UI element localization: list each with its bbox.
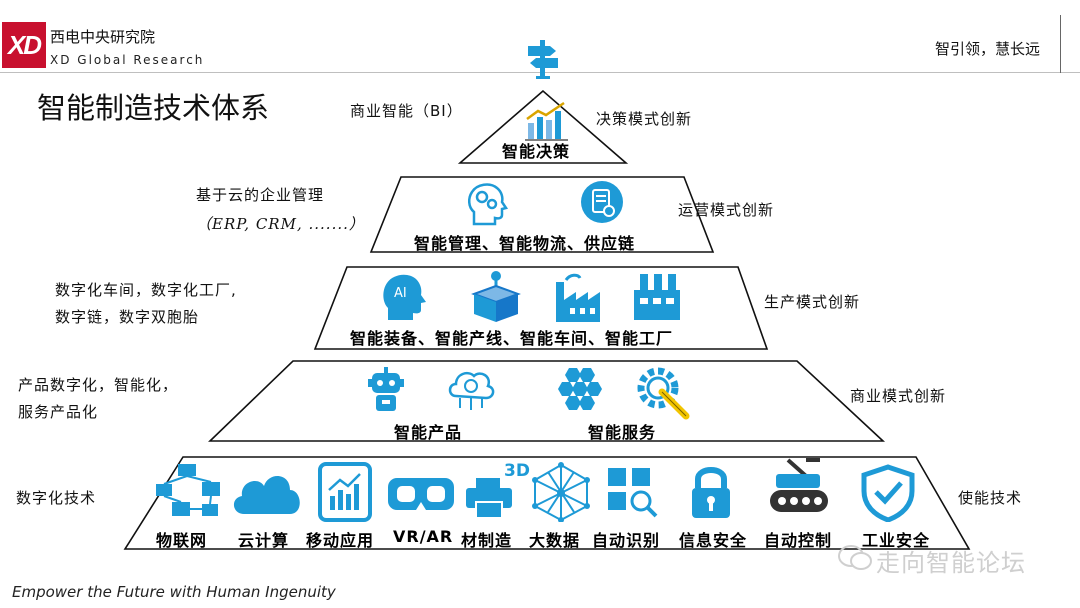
factory-icon — [556, 273, 600, 322]
tier-4-frame — [208, 360, 886, 442]
slogan-divider — [1060, 15, 1061, 73]
tier-5-right-note: 使能技术 — [958, 489, 1023, 507]
joystick-box-icon — [471, 271, 521, 322]
tier-5-left-note: 数字化技术 — [16, 489, 97, 507]
tier-2-label: 智能管理、智能物流、供应链 — [414, 234, 636, 253]
tech-label-bigdata: 大数据 — [529, 531, 581, 550]
robot-icon — [368, 367, 404, 411]
watermark-text: 走向智能论坛 — [876, 549, 1026, 577]
tier-4-label-service: 智能服务 — [588, 423, 657, 442]
3d-printer-icon: 3D — [466, 461, 530, 519]
tier-1-frame — [457, 89, 629, 164]
hexagon-cluster-icon — [558, 368, 602, 410]
tech-label-infosec: 信息安全 — [679, 531, 748, 550]
tier-2-right-note: 运营模式创新 — [678, 201, 775, 219]
signpost-icon — [528, 40, 558, 79]
tech-label-indsafety: 工业安全 — [862, 531, 931, 550]
tech-label-cloud: 云计算 — [238, 531, 290, 550]
shield-check-icon — [861, 464, 915, 522]
tech-label-autocontrol: 自动控制 — [764, 531, 833, 550]
tier-4-right-note: 商业模式创新 — [850, 387, 947, 405]
tech-label-mobile: 移动应用 — [306, 531, 375, 550]
factory-building-icon — [634, 274, 680, 320]
ai-head-icon: AI — [383, 274, 426, 320]
org-name-en: XD Global Research — [50, 53, 205, 67]
org-name: 西电中央研究院 — [50, 28, 156, 46]
tier-1-label: 智能决策 — [502, 142, 571, 161]
tier-4-label-product: 智能产品 — [394, 423, 463, 442]
tier-1-left-note: 商业智能（BI） — [350, 102, 463, 120]
brain-cloud-icon — [448, 372, 495, 410]
tier-4-left-note-1: 产品数字化，智能化， — [18, 376, 179, 394]
page-title: 智能制造技术体系 — [37, 91, 270, 125]
tablet-chart-icon — [318, 462, 372, 522]
scan-grid-icon — [608, 468, 658, 518]
bar-chart-icon — [525, 101, 568, 141]
lock-icon — [692, 467, 730, 518]
footer-tagline: Empower the Future with Human Ingenuity — [12, 583, 336, 601]
vr-headset-icon — [388, 478, 454, 510]
tier-2-left-note-2: （ERP, CRM, .......） — [196, 215, 365, 233]
tier-4-left-note-2: 服务产品化 — [18, 403, 99, 421]
tech-label-vrar: VR/AR — [393, 527, 454, 546]
head-gears-icon — [468, 183, 509, 226]
big-data-mesh-icon — [532, 462, 590, 522]
tier-3-right-note: 生产模式创新 — [764, 293, 861, 311]
tech-label-additive: 材制造 — [461, 531, 513, 550]
tier-1-right-note: 决策模式创新 — [596, 110, 693, 128]
document-gear-icon — [581, 181, 623, 223]
robot-vehicle-icon — [770, 458, 828, 512]
tier-5-frame — [123, 456, 971, 550]
cloud-icon — [233, 475, 300, 514]
tech-label-autoid: 自动识别 — [592, 531, 661, 550]
network-icon — [156, 464, 220, 516]
tech-label-iot: 物联网 — [156, 531, 208, 550]
tier-3-label: 智能装备、智能产线、智能车间、智能工厂 — [350, 329, 674, 348]
tier-3-frame — [313, 266, 769, 350]
gear-wrench-icon — [637, 367, 690, 420]
3d-badge: 3D — [504, 461, 530, 481]
tier-2-frame — [369, 176, 715, 253]
xd-logo: XD — [2, 22, 46, 68]
tier-2-left-note-1: 基于云的企业管理 — [196, 186, 325, 204]
tier-3-left-note-1: 数字化车间，数字化工厂, — [55, 281, 237, 299]
ai-text: AI — [394, 286, 407, 301]
wechat-icon — [838, 545, 872, 570]
tier-3-left-note-2: 数字链，数字双胞胎 — [55, 308, 200, 326]
slogan: 智引领，慧长远 — [934, 40, 1040, 58]
